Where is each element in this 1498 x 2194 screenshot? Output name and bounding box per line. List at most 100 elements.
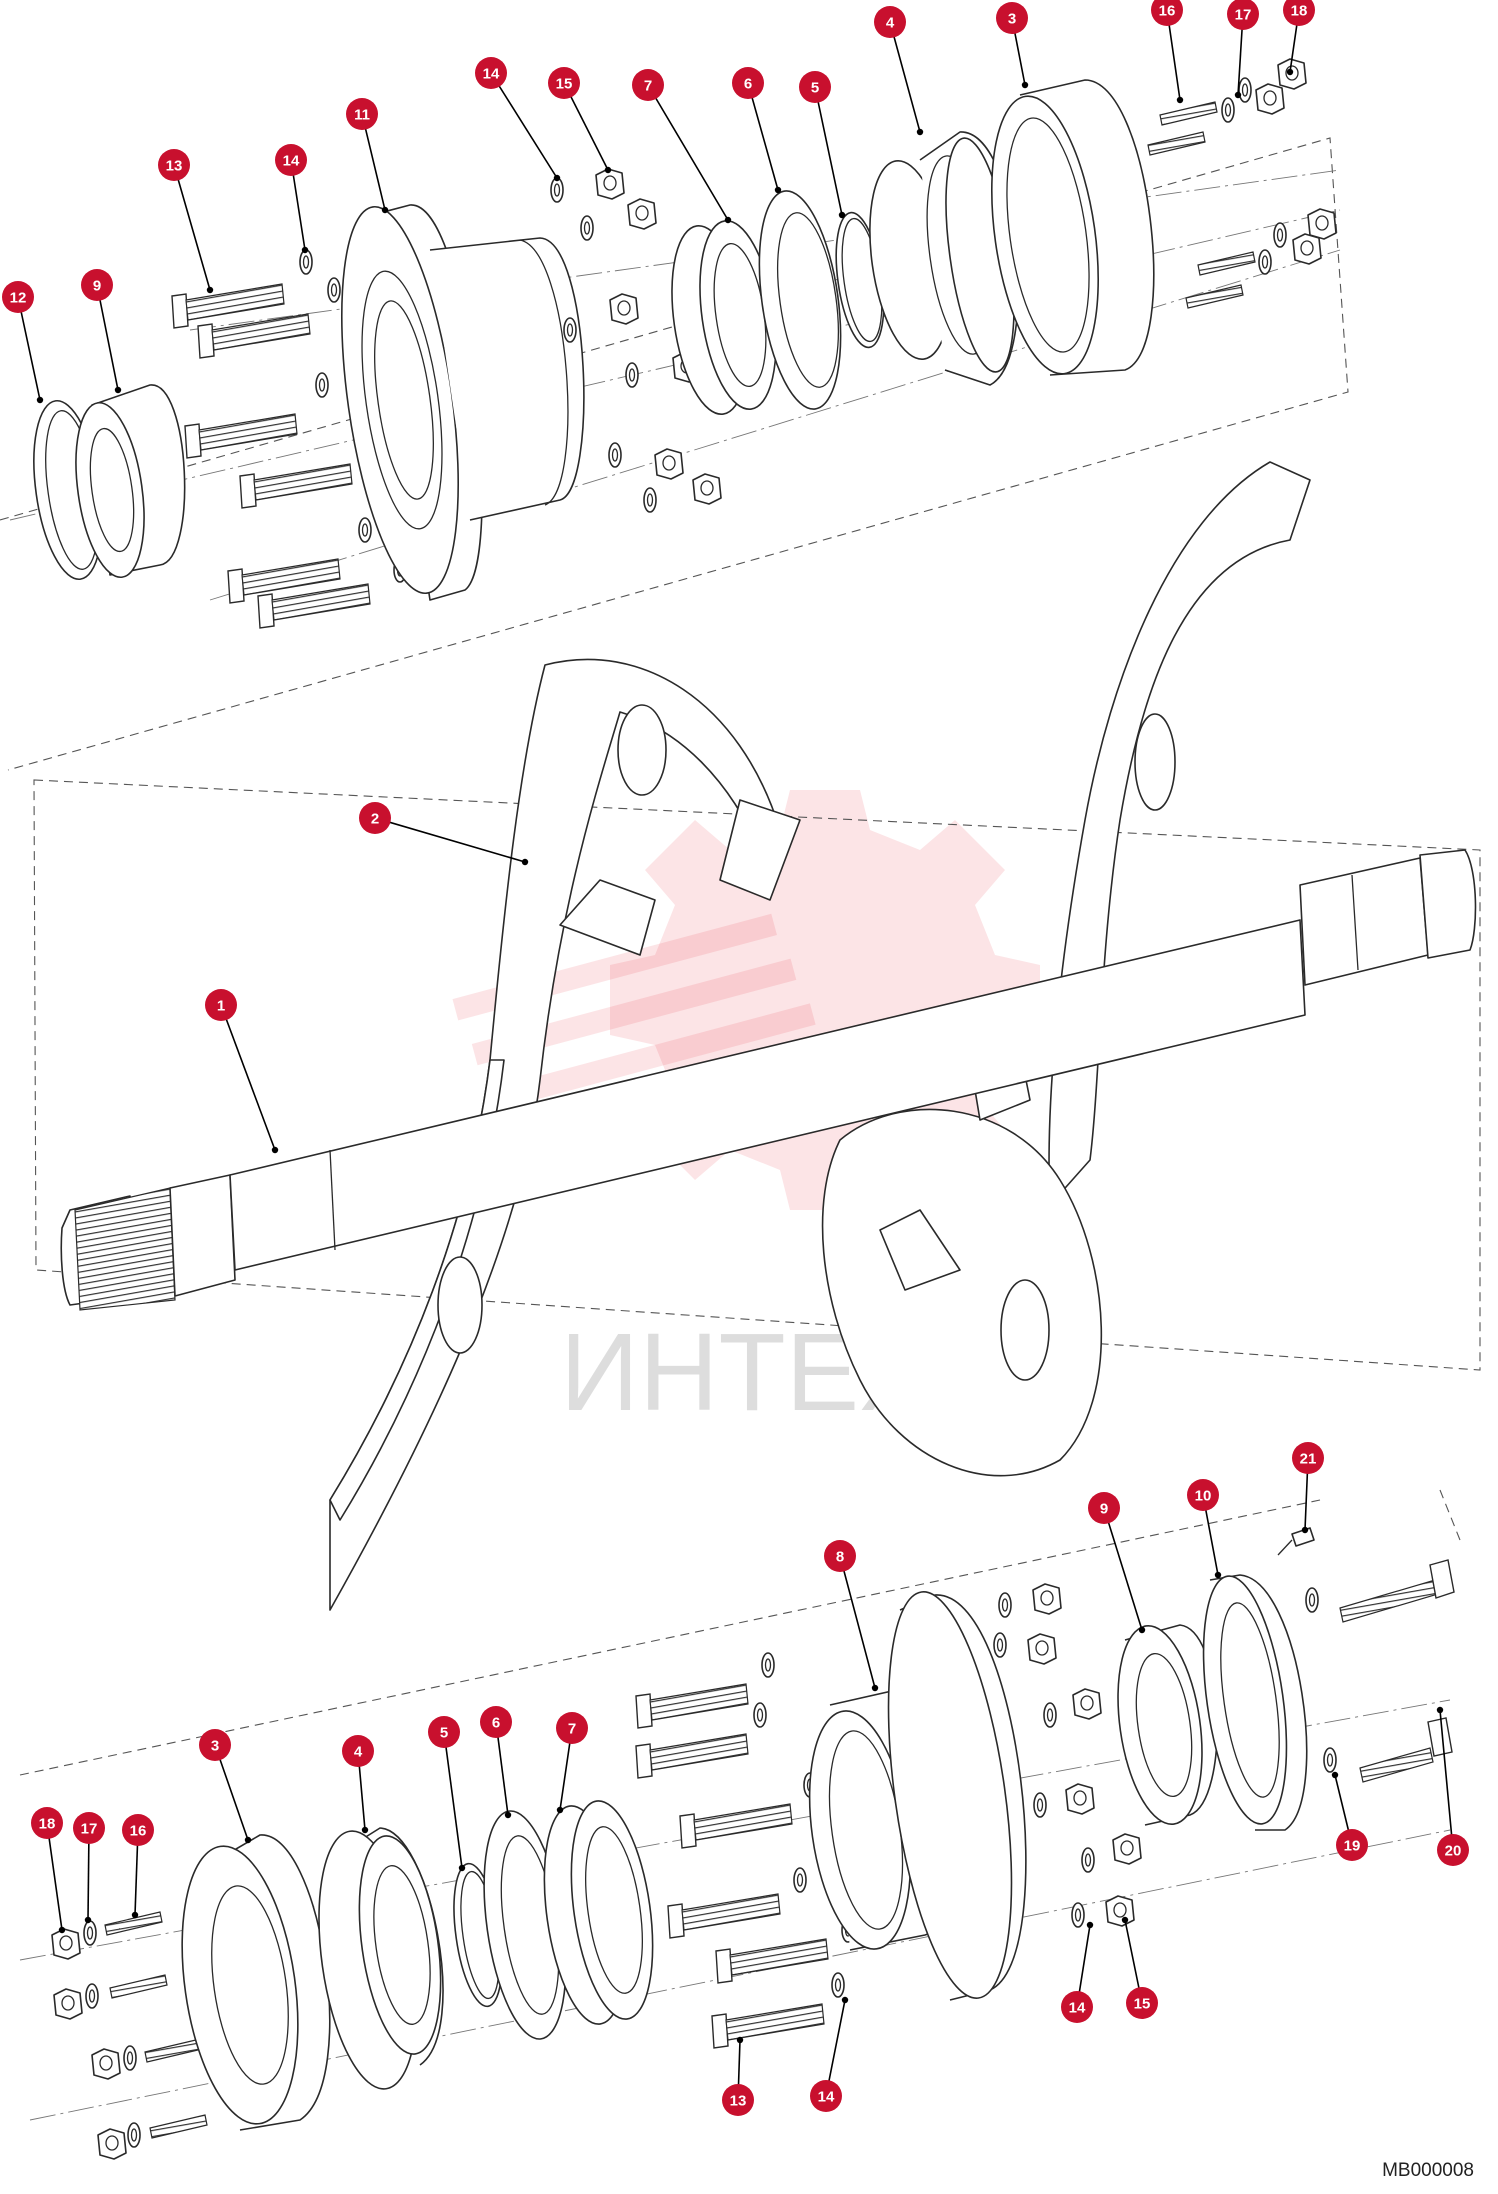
callout-leader-tip xyxy=(871,1684,879,1692)
callout-label: 9 xyxy=(93,278,101,295)
callout-label: 21 xyxy=(1300,1451,1317,1468)
callout-leader-tip xyxy=(271,1146,279,1154)
bolts-13-bottom xyxy=(635,1683,829,2049)
callout-c-15-bottom: 15 xyxy=(1121,1916,1158,2019)
callout-leader-tip xyxy=(841,1996,849,2004)
callout-label: 13 xyxy=(730,2093,747,2110)
callout-c-4-top: 4 xyxy=(874,6,924,136)
callout-label: 11 xyxy=(354,107,370,124)
callout-dot xyxy=(996,2,1028,34)
callout-leader xyxy=(220,1004,276,1151)
callout-leader-tip xyxy=(1331,1771,1339,1779)
shaft-1 xyxy=(60,849,1477,1311)
callout-leader-tip xyxy=(1086,1921,1094,1929)
seal-7-bottom xyxy=(543,1800,654,2025)
washers-19 xyxy=(1305,1587,1337,1773)
callout-c-5-bottom: 5 xyxy=(428,1716,466,1872)
callout-c-6-top: 6 xyxy=(732,67,782,194)
callout-leader-tip xyxy=(774,186,782,194)
callout-leader xyxy=(1439,1709,1454,1851)
callout-label: 10 xyxy=(1195,1488,1212,1505)
callout-leader xyxy=(96,284,119,391)
callout-label: 5 xyxy=(440,1725,448,1742)
callout-label: 17 xyxy=(1235,7,1252,24)
callout-label: 8 xyxy=(836,1549,844,1566)
callout-label: 7 xyxy=(644,78,652,95)
callout-leader xyxy=(747,82,779,191)
flange-cover-10 xyxy=(1202,1574,1308,1831)
callout-leader-tip xyxy=(36,396,44,404)
callout-label: 14 xyxy=(818,2089,835,2106)
callout-c-10: 10 xyxy=(1187,1479,1222,1579)
callout-leader-tip xyxy=(736,2036,744,2044)
studs-16-bottom xyxy=(104,1911,208,2139)
callout-dot xyxy=(810,2080,842,2112)
top-assembly xyxy=(9,58,1341,629)
callout-label: 19 xyxy=(1344,1838,1361,1855)
callout-leader-tip xyxy=(84,1916,92,1924)
callout-leader-tip xyxy=(361,1826,369,1834)
callout-c-6-bottom: 6 xyxy=(480,1706,512,1819)
bolts-13-top xyxy=(171,283,371,629)
callout-dot xyxy=(480,1706,512,1738)
callout-leader xyxy=(374,817,526,863)
callout-leader-tip xyxy=(1121,1916,1129,1924)
callout-dot xyxy=(799,71,831,103)
callout-dot xyxy=(346,98,378,130)
callout-c-5-top: 5 xyxy=(799,71,846,219)
callout-dot xyxy=(1126,1987,1158,2019)
callout-label: 18 xyxy=(1291,3,1308,20)
callout-leader-tip xyxy=(1214,1571,1222,1579)
callout-leader-tip xyxy=(114,386,122,394)
callout-leader xyxy=(825,1999,846,2097)
callout-c-14-top-b: 14 xyxy=(275,144,309,254)
callout-label: 7 xyxy=(568,1721,576,1738)
callout-label: 14 xyxy=(283,153,300,170)
callout-c-17-top: 17 xyxy=(1227,0,1259,99)
callout-label: 15 xyxy=(1134,1996,1151,2013)
callout-c-16-top: 16 xyxy=(1151,0,1184,104)
callout-c-7-top: 7 xyxy=(632,69,732,224)
callout-dot xyxy=(1061,1991,1093,2023)
callout-label: 3 xyxy=(211,1738,219,1755)
callout-leader-tip xyxy=(1234,91,1242,99)
callout-c-15-top: 15 xyxy=(548,67,612,174)
callout-label: 17 xyxy=(81,1821,98,1838)
callout-label: 16 xyxy=(1159,3,1176,20)
callout-c-13-bottom: 13 xyxy=(722,2036,754,2116)
callout-label: 4 xyxy=(886,15,895,32)
callout-dot xyxy=(428,1716,460,1748)
callout-leader-tip xyxy=(1286,68,1294,76)
studs-16-top xyxy=(1147,101,1256,309)
callout-dot xyxy=(1336,1829,1368,1861)
callout-leader-tip xyxy=(916,128,924,136)
ring-6-top xyxy=(758,190,842,410)
bottom-assembly xyxy=(19,1527,1455,2160)
callout-leader xyxy=(443,1731,463,1869)
callout-dot xyxy=(1151,0,1183,26)
callout-c-8: 8 xyxy=(824,1540,879,1692)
callout-label: 6 xyxy=(744,76,752,93)
callout-dot xyxy=(122,1814,154,1846)
nuts-18-top xyxy=(1255,58,1337,265)
callout-leader-tip xyxy=(504,1811,512,1819)
callout-c-12: 12 xyxy=(2,281,44,404)
callout-leader-tip xyxy=(724,216,732,224)
callout-label: 14 xyxy=(1069,2000,1086,2017)
rotor-3-top xyxy=(990,79,1155,376)
callout-leader xyxy=(889,21,921,133)
bearing-9-bottom xyxy=(1117,1624,1218,1826)
callout-c-9-bottom: 9 xyxy=(1088,1492,1146,1634)
callout-label: 15 xyxy=(556,76,573,93)
callout-c-4-bottom: 4 xyxy=(342,1735,374,1834)
callout-leader xyxy=(214,1744,249,1841)
callout-dot xyxy=(199,1729,231,1761)
callout-dot xyxy=(632,69,664,101)
drawing-code: MB000008 xyxy=(1382,2160,1474,2181)
bearing-9-top xyxy=(75,384,186,579)
callout-dot xyxy=(1283,0,1315,26)
callout-dot xyxy=(1437,1834,1469,1866)
callout-leader-tip xyxy=(521,858,529,866)
bolts-20 xyxy=(1339,1559,1455,1783)
callout-c-9-top: 9 xyxy=(81,269,122,394)
